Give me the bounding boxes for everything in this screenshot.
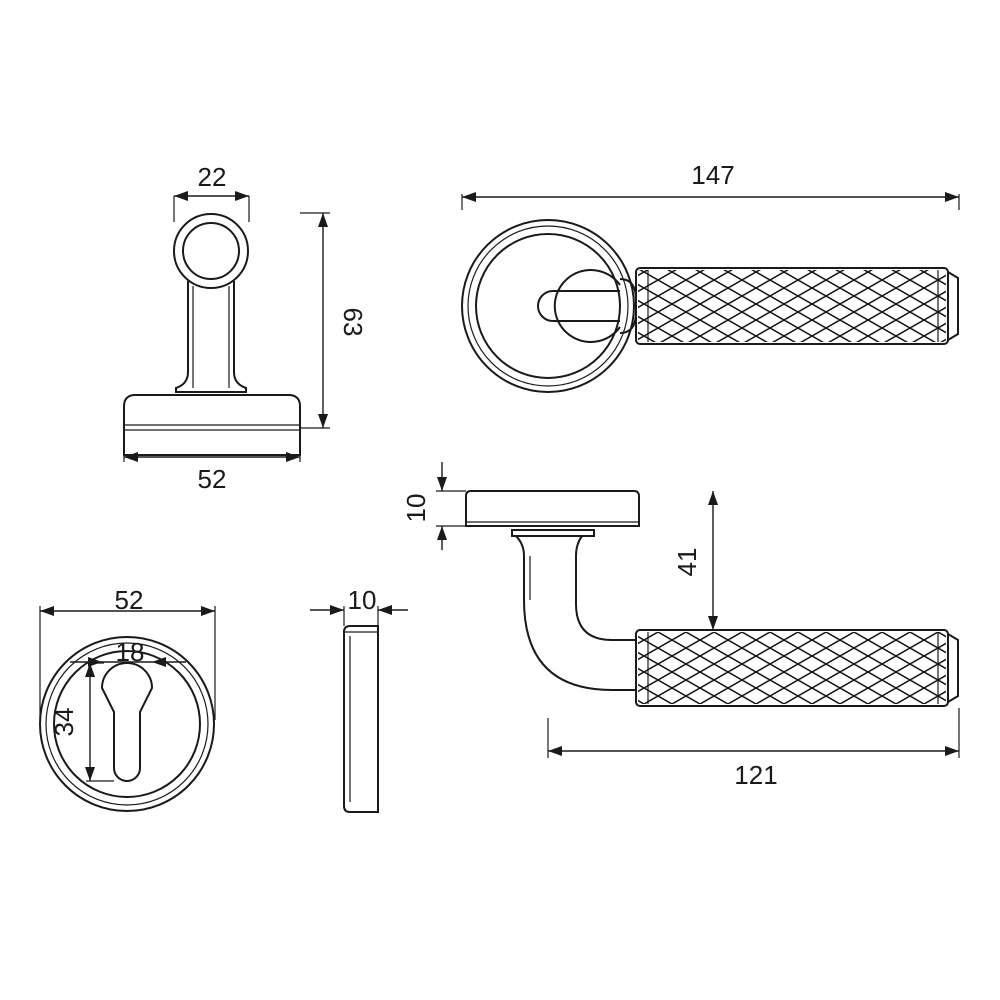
label-escutcheon-width: 52	[115, 585, 144, 615]
label-lever-projection: 121	[734, 760, 777, 790]
label-lever-offset: 41	[672, 548, 702, 577]
label-cylinder-height: 34	[49, 708, 79, 737]
dimension-lever-projection: 121	[547, 708, 960, 790]
dimension-rose-width-side: 52	[123, 452, 301, 494]
label-cylinder-width: 18	[116, 637, 145, 667]
dimension-lever-offset: 41	[672, 491, 718, 630]
label-lever-length: 147	[691, 160, 734, 190]
dimension-escutcheon-thickness: 10	[310, 585, 408, 626]
dimension-lever-length: 147	[461, 160, 960, 210]
front-view-lever	[461, 219, 959, 393]
dimension-escutcheon-width: 52	[39, 585, 216, 720]
dimension-cylinder-height: 34	[49, 662, 114, 782]
side-view-rose	[123, 213, 301, 456]
label-rose-thickness: 10	[401, 494, 431, 523]
dimension-rose-thickness: 10	[401, 462, 466, 550]
label-height: 63	[338, 308, 368, 337]
dimension-height: 63	[300, 212, 368, 429]
dimension-neck-width: 22	[173, 162, 250, 222]
escutcheon-side	[343, 625, 379, 813]
label-rose-width-side: 52	[198, 464, 227, 494]
side-view-lever	[465, 490, 959, 707]
escutcheon-front	[39, 636, 215, 812]
label-neck-width: 22	[198, 162, 227, 192]
dimension-cylinder-width: 18	[70, 637, 186, 667]
label-escutcheon-thickness: 10	[348, 585, 377, 615]
